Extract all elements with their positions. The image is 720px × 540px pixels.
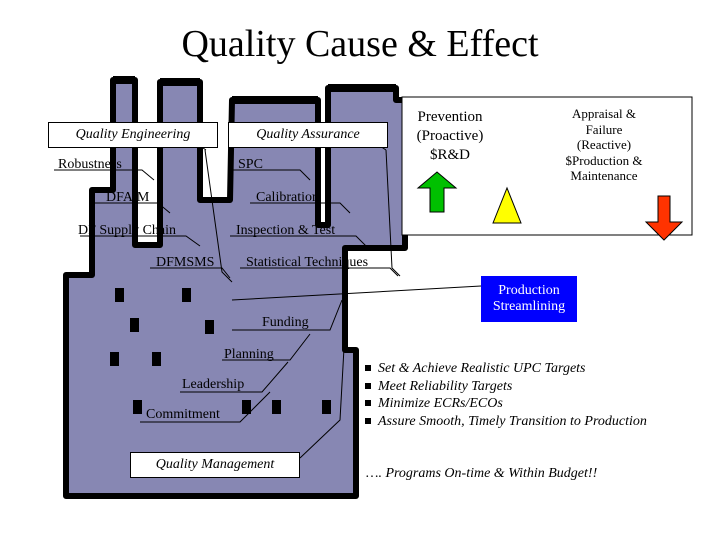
production-streamlining-box: Production Streamlining — [481, 276, 577, 322]
production-line2: Streamlining — [492, 299, 566, 314]
goal-item: Meet Reliability Targets — [364, 378, 654, 396]
slide-title: Quality Cause & Effect — [181, 23, 539, 65]
production-line1: Production — [498, 282, 560, 298]
management-branch — [140, 299, 346, 459]
dfam-label: DFA/M — [106, 190, 150, 205]
triangle-icon — [492, 186, 522, 224]
prevention-line2: (Proactive) — [416, 127, 484, 144]
df-supply-chain-label: DF Supply Chain — [78, 223, 177, 238]
quality-engineering-header: Quality Engineering — [48, 122, 218, 148]
prevention-line1: Prevention — [417, 109, 483, 125]
appraisal-line2: Failure — [585, 121, 623, 137]
dfmsms-label: DFMSMS — [156, 255, 215, 270]
calibration-label: Calibration — [256, 190, 319, 205]
appraisal-line4: $Production & — [565, 152, 643, 168]
goal-item: Minimize ECRs/ECOs — [364, 395, 654, 413]
statistical-techniques-label: Statistical Techniques — [246, 255, 369, 270]
goal-item: Assure Smooth, Timely Transition to Prod… — [364, 413, 654, 431]
prevention-line3: $R&D — [429, 146, 470, 163]
goal-item: Set & Achieve Realistic UPC Targets — [364, 360, 654, 378]
robustness-label: Robustness — [58, 157, 122, 172]
spine-line — [231, 285, 482, 301]
quality-management-header: Quality Management — [130, 452, 300, 478]
commitment-label: Commitment — [146, 407, 220, 422]
footer-text: …. Programs On-time & Within Budget!! — [366, 466, 598, 481]
appraisal-line3: (Reactive) — [576, 137, 632, 153]
appraisal-line5: Maintenance — [570, 168, 638, 184]
goals-list: Set & Achieve Realistic UPC Targets Meet… — [364, 360, 654, 430]
prevention-text: Prevention (Proactive) $R&D — [404, 108, 496, 164]
quality-assurance-header: Quality Assurance — [228, 122, 388, 148]
factory-windows — [110, 288, 331, 414]
leadership-label: Leadership — [182, 377, 245, 392]
spc-label: SPC — [238, 157, 263, 172]
funding-label: Funding — [262, 315, 309, 330]
prevention-appraisal-box — [401, 96, 693, 236]
up-arrow-icon — [416, 171, 458, 213]
appraisal-text: Appraisal & Failure (Reactive) $Producti… — [538, 106, 670, 184]
planning-label: Planning — [224, 347, 274, 362]
down-arrow-icon — [644, 195, 684, 241]
appraisal-line1: Appraisal & — [572, 106, 636, 121]
inspection-test-label: Inspection & Test — [236, 223, 336, 238]
